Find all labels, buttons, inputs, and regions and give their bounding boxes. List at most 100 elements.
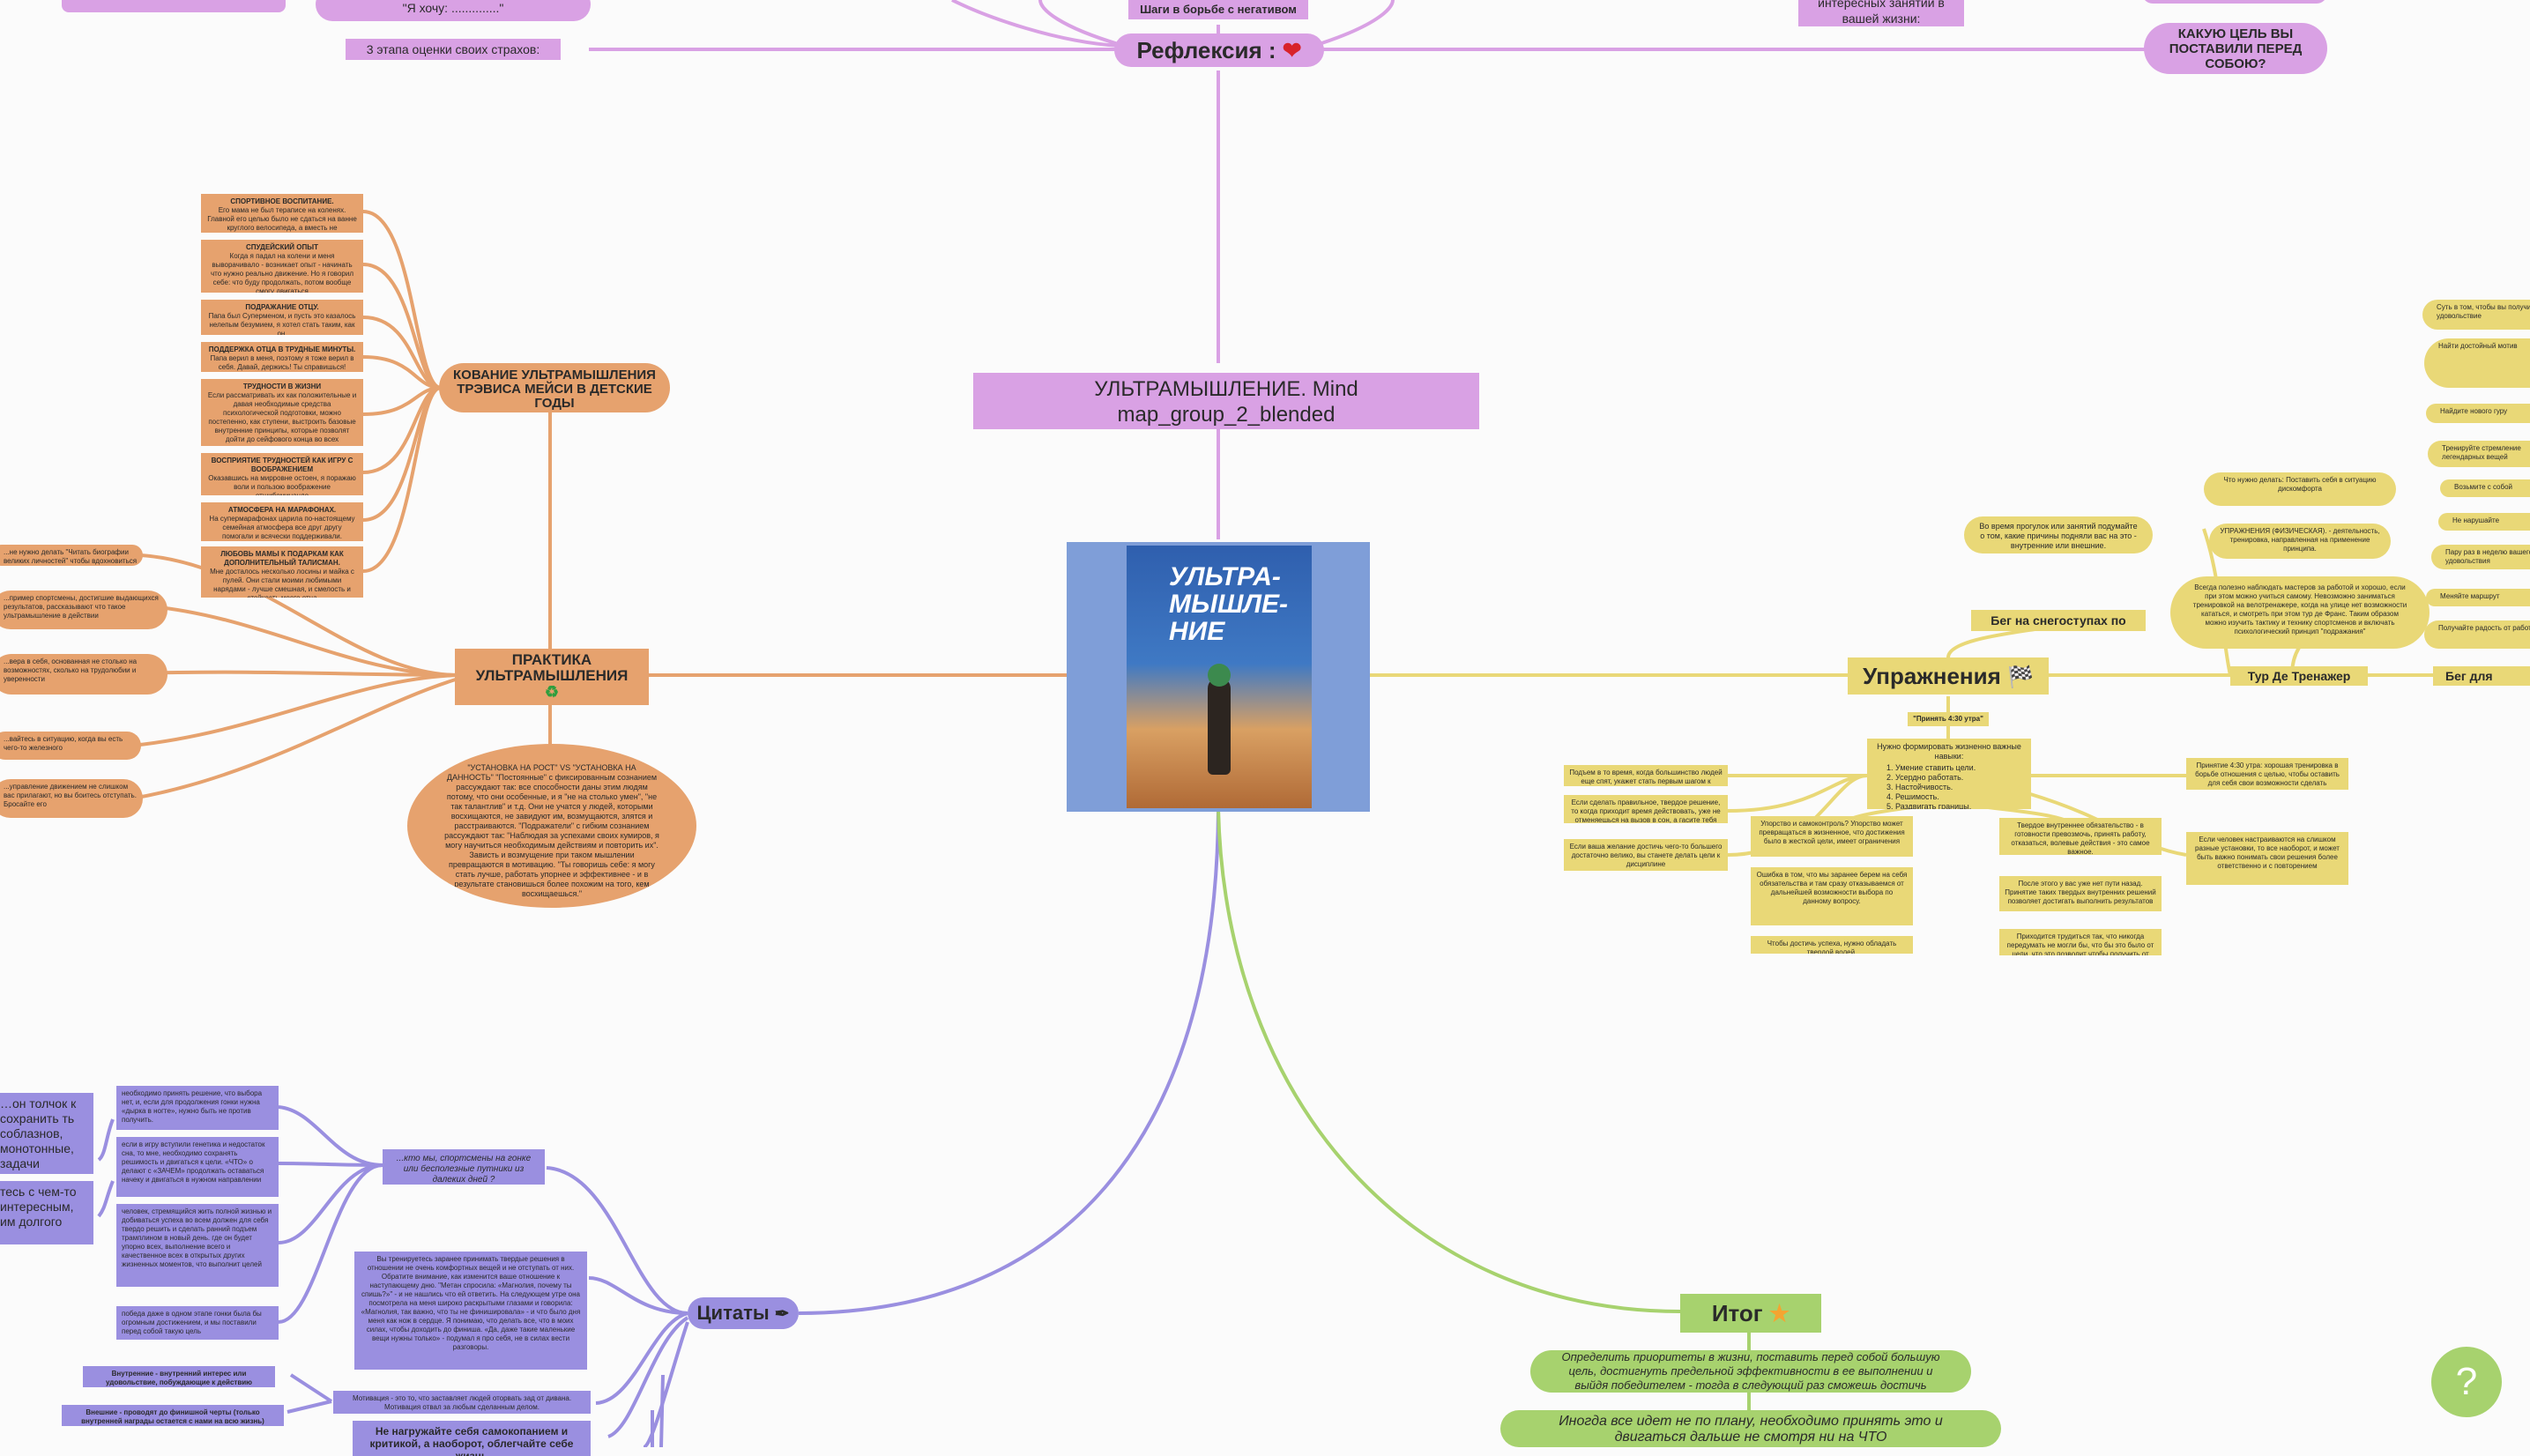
skills-intro: Нужно формировать жизненно важные навыки… — [1877, 742, 2021, 761]
blue-item-text: победа даже в одном этапе гонки была бы … — [122, 1310, 262, 1335]
orange-left-leaf-2[interactable]: ...вера в себя, основанная не столько на… — [0, 654, 167, 695]
yellow-col2-1[interactable]: После этого у вас уже нет пути назад. Пр… — [1999, 876, 2162, 911]
kovanie-node[interactable]: КОВАНИЕ УЛЬТРАМЫШЛЕНИЯ ТРЭВИСА МЕЙСИ В Д… — [439, 363, 670, 412]
blue-item-1[interactable]: если в игру вступили генетика и недостат… — [116, 1137, 279, 1197]
result-item-text: Определить приоритеты в жизни, поставить… — [1561, 1350, 1940, 1392]
central-book-image[interactable]: УЛЬТРА-МЫШЛЕ-НИЕ — [1067, 542, 1370, 812]
orange-leaf-title: СПУДЕЙСКИЙ ОПЫТ — [246, 243, 318, 251]
orange-leaf-1[interactable]: СПУДЕЙСКИЙ ОПЫТ Когда я падал на колени … — [201, 240, 363, 293]
yellow-note-text: Подъем в то время, когда большинство люд… — [1569, 769, 1723, 785]
blue-left-text-1[interactable]: тесь с чем-то интересным, им долгого — [0, 1181, 93, 1244]
help-button[interactable]: ? — [2431, 1347, 2502, 1417]
running-pleasure-node[interactable]: Бег для удовольствия — [2433, 666, 2530, 686]
no-overload-node[interactable]: Не нагружайте себя самокопанием и критик… — [353, 1421, 591, 1456]
motivation-node[interactable]: Мотивация - это то, что заставляет людей… — [333, 1391, 591, 1414]
morning-node[interactable]: "Принять 4:30 утра" — [1908, 712, 1989, 726]
walk-note-text: Во время прогулок или занятий подумайте … — [1979, 522, 2138, 550]
orange-leaf-0[interactable]: СПОРТИВНОЕ ВОСПИТАНИЕ. Его мама не был т… — [201, 194, 363, 233]
yellow-col1-0[interactable]: Упорство и самоконтроль? Упорство может … — [1751, 816, 1913, 857]
orange-leaf-2[interactable]: ПОДРАЖАНИЕ ОТЦУ. Папа был Суперменом, и … — [201, 300, 363, 335]
result-label: Итог — [1711, 1300, 1763, 1326]
orange-left-leaf-3[interactable]: ...вайтесь в ситуацию, когда вы есть чег… — [0, 732, 141, 760]
running-pleasure-label: Бег для удовольствия — [2445, 669, 2493, 683]
i-want-node[interactable]: "Я хочу: .............." — [316, 0, 591, 21]
orange-leaf-text: Мне досталось несколько лосины и майка с… — [210, 568, 354, 598]
practice-node[interactable]: ПРАКТИКА УЛЬТРАМЫШЛЕНИЯ ♻ — [455, 649, 649, 705]
internal-motivation-text: Внутренние - внутренний интерес или удов… — [106, 1370, 252, 1386]
orange-leaf-6[interactable]: АТМОСФЕРА НА МАРАФОНАХ. На супермарафона… — [201, 502, 363, 541]
exercises-node[interactable]: Упражнения 🏁 — [1848, 657, 2049, 695]
central-title[interactable]: УЛЬТРАМЫШЛЕНИЕ. Mind map_group_2_blended — [973, 373, 1479, 429]
quotes-node[interactable]: Цитаты ✒ — [688, 1297, 799, 1329]
always-useful-node[interactable]: Всегда полезно наблюдать мастеров за раб… — [2170, 576, 2430, 649]
yellow-col3-1[interactable]: Если человек настраиваются на слишком ра… — [2186, 832, 2348, 885]
walk-note-node[interactable]: Во время прогулок или занятий подумайте … — [1964, 516, 2153, 553]
blue-left-text-0[interactable]: …он толчок к сохранить ть соблазнов, мон… — [0, 1093, 93, 1174]
right-item-text: Найдите нового гуру — [2440, 407, 2508, 415]
yellow-col1-2[interactable]: Чтобы достичь успеха, нужно обладать тве… — [1751, 936, 1913, 954]
blue-item-text: человек, стремящийся жить полной жизнью … — [122, 1207, 272, 1268]
yellow-col2-2[interactable]: Приходится трудиться так, что никогда пе… — [1999, 929, 2162, 955]
right-item-text: Возьмите с собой — [2454, 483, 2513, 491]
result-item-0[interactable]: Определить приоритеты в жизни, поставить… — [1530, 1350, 1971, 1393]
quotes-label: Цитаты — [696, 1302, 770, 1324]
right-item-3[interactable]: Тренируйте стремление легендарных вещей — [2428, 441, 2530, 467]
yellow-col-text: Ошибка в том, что мы заранее берем на се… — [1756, 871, 1908, 905]
always-useful-text: Всегда полезно наблюдать мастеров за раб… — [2192, 583, 2407, 635]
result-node[interactable]: Итог ★ — [1680, 1294, 1821, 1333]
right-item-5[interactable]: Не нарушайте — [2438, 513, 2530, 531]
snowshoe-node[interactable]: Бег на снегоступах по горам — [1971, 610, 2146, 631]
fear-stages-node[interactable]: 3 этапа оценки своих страхов: — [346, 39, 561, 60]
orange-leaf-3[interactable]: ПОДДЕРЖКА ОТЦА В ТРУДНЫЕ МИНУТЫ. Папа ве… — [201, 342, 363, 372]
what-to-do-node[interactable]: Что нужно делать: Поставить себя в ситуа… — [2204, 472, 2396, 506]
right-item-text: Найти достойный мотив — [2438, 342, 2518, 350]
blue-item-0[interactable]: необходимо принять решение, что выбора н… — [116, 1086, 279, 1130]
i-want-label: "Я хочу: .............." — [402, 1, 504, 15]
orange-leaf-title: ТРУДНОСТИ В ЖИЗНИ — [242, 383, 322, 390]
right-item-0[interactable]: Суть в том, чтобы вы получить удовольств… — [2422, 300, 2530, 330]
skills-node[interactable]: Нужно формировать жизненно важные навыки… — [1867, 739, 2031, 809]
orange-left-leaf-4[interactable]: ...управление движением не слишком вас п… — [0, 779, 143, 818]
external-motivation-node[interactable]: Внешние - проводят до финишной черты (то… — [62, 1405, 284, 1426]
long-quote-text: Вы тренируетесь заранее принимать тверды… — [361, 1255, 581, 1351]
tour-trainer-label: Тур Де Тренажер — [2247, 669, 2351, 683]
book-cover: УЛЬТРА-МЫШЛЕ-НИЕ — [1127, 546, 1312, 808]
blue-item-2[interactable]: человек, стремящийся жить полной жизнью … — [116, 1204, 279, 1287]
runners-node[interactable]: ...кто мы, спортсмены на гонке или беспо… — [383, 1149, 545, 1185]
blue-item-3[interactable]: победа даже в одном этапе гонки была бы … — [116, 1306, 279, 1340]
right-item-text: Не нарушайте — [2452, 516, 2500, 524]
interesting-activities-node[interactable]: интересных занятий в вашей жизни: — [1798, 0, 1964, 26]
yellow-left-note-0[interactable]: Подъем в то время, когда большинство люд… — [1564, 765, 1728, 786]
left-top-clipped-node — [62, 0, 286, 12]
steps-negative-node[interactable]: Шаги в борьбе с негативом — [1128, 0, 1308, 19]
orange-leaf-5[interactable]: ВОСПРИЯТИЕ ТРУДНОСТЕЙ КАК ИГРУ С ВООБРАЖ… — [201, 453, 363, 495]
right-item-8[interactable]: Получайте радость от работы — [2424, 620, 2530, 649]
right-item-1[interactable]: Найти достойный мотив — [2424, 338, 2530, 388]
yellow-col1-1[interactable]: Ошибка в том, что мы заранее берем на се… — [1751, 867, 1913, 925]
orange-leaf-4[interactable]: ТРУДНОСТИ В ЖИЗНИ Если рассматривать их … — [201, 379, 363, 446]
yellow-left-note-2[interactable]: Если ваша желание достичь чего-то больше… — [1564, 839, 1728, 871]
growth-mindset-node[interactable]: "УСТАНОВКА НА РОСТ" VS "УСТАНОВКА НА ДАН… — [407, 744, 696, 908]
right-item-4[interactable]: Возьмите с собой — [2440, 479, 2530, 497]
yellow-col3-0[interactable]: Принятие 4:30 утра: хорошая тренировка в… — [2186, 758, 2348, 790]
right-item-2[interactable]: Найдите нового гуру — [2426, 404, 2530, 423]
result-item-1[interactable]: Иногда все идет не по плану, необходимо … — [1500, 1410, 2001, 1447]
yellow-col-text: Упорство и самоконтроль? Упорство может … — [1759, 820, 1905, 845]
goal-question-node[interactable]: КАКУЮ ЦЕЛЬ ВЫ ПОСТАВИЛИ ПЕРЕД СОБОЮ? — [2144, 23, 2327, 74]
orange-left-leaf-1[interactable]: ...пример спортсмены, достигшие выдающих… — [0, 591, 167, 629]
fear-stages-label: 3 этапа оценки своих страхов: — [366, 42, 540, 56]
yellow-note-text: Если сделать правильное, твердое решение… — [1571, 799, 1721, 823]
physical-node[interactable]: УПРАЖНЕНИЯ (ФИЗИЧЕСКАЯ). - деятельность,… — [2209, 524, 2391, 559]
goal-question-label: КАКУЮ ЦЕЛЬ ВЫ ПОСТАВИЛИ ПЕРЕД СОБОЮ? — [2169, 26, 2303, 71]
right-item-7[interactable]: Меняйте маршрут — [2426, 589, 2530, 606]
orange-leaf-7[interactable]: ЛЮБОВЬ МАМЫ К ПОДАРКАМ КАК ДОПОЛНИТЕЛЬНЫ… — [201, 546, 363, 598]
long-quote-node[interactable]: Вы тренируетесь заранее принимать тверды… — [354, 1252, 587, 1370]
right-item-6[interactable]: Пару раз в неделю вашего удовольствия — [2431, 545, 2530, 569]
orange-leaf-title: ЛЮБОВЬ МАМЫ К ПОДАРКАМ КАК ДОПОЛНИТЕЛЬНЫ… — [220, 550, 344, 567]
internal-motivation-node[interactable]: Внутренние - внутренний интерес или удов… — [83, 1366, 275, 1387]
tour-trainer-node[interactable]: Тур Де Тренажер — [2230, 666, 2368, 686]
yellow-col2-0[interactable]: Твердое внутреннее обязательство - в гот… — [1999, 818, 2162, 855]
reflection-node[interactable]: Рефлексия : ❤ — [1114, 33, 1324, 67]
yellow-left-note-1[interactable]: Если сделать правильное, твердое решение… — [1564, 795, 1728, 823]
orange-left-leaf-0[interactable]: ...не нужно делать "Читать биографии вел… — [0, 545, 143, 566]
